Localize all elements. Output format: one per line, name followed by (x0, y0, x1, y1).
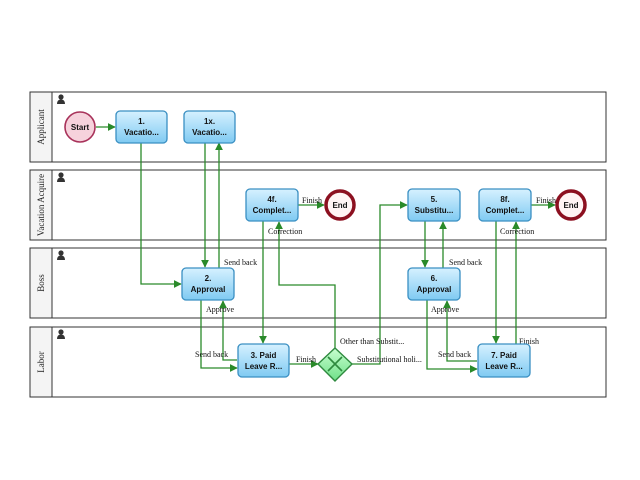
edge-t7-to-t6 (443, 300, 477, 362)
end-event-label: End (332, 201, 347, 210)
edge-label-finish: Finish (536, 196, 556, 205)
task-number: 2. (205, 274, 212, 283)
end-event[interactable]: End (324, 189, 356, 221)
task-name: Complet... (253, 206, 292, 215)
edge-t6-to-t7 (426, 300, 478, 373)
edge-label-finish: Finish (519, 337, 539, 346)
task-name: Substitu... (415, 206, 454, 215)
lane-label-applicant: Applicant (36, 109, 46, 145)
end-event-label: End (563, 201, 578, 210)
edge-gateway-to-t5 (352, 201, 408, 365)
task-1x-vacation[interactable]: 1x. Vacatio... (183, 110, 236, 144)
edge-label-send-back: Send back (449, 258, 482, 267)
edge-label-correction: Correction (500, 227, 534, 236)
task-name: Approval (191, 285, 226, 294)
start-event[interactable]: Start (64, 111, 96, 143)
lane-boss: Boss (29, 247, 607, 319)
task-6-approval[interactable]: 6. Approval (407, 267, 461, 301)
task-number: 3. Paid (251, 351, 277, 360)
task-name: Complet... (486, 206, 525, 215)
task-number: 1. (138, 117, 145, 126)
task-number: 7. Paid (491, 351, 517, 360)
lane-label-vacation-acquire: Vacation Acquire (36, 174, 46, 236)
task-8f-complete[interactable]: 8f. Complet... (478, 188, 532, 222)
edge-label-finish: Finish (296, 355, 316, 364)
task-5-substitutional[interactable]: 5. Substitu... (407, 188, 461, 222)
task-number: 5. (431, 195, 438, 204)
edge-label-send-back: Send back (224, 258, 257, 267)
edge-label-send-back: Send back (195, 350, 228, 359)
edge-t1-to-t2 (140, 143, 182, 288)
task-name: Vacatio... (124, 128, 159, 137)
edge-gateway-to-t4f (275, 221, 336, 350)
task-number: 8f. (500, 195, 509, 204)
task-3-paid-leave[interactable]: 3. Paid Leave R... (237, 343, 290, 378)
edge-label-approve: Approve (206, 305, 234, 314)
task-number: 1x. (204, 117, 215, 126)
task-number: 6. (431, 274, 438, 283)
edge-label-correction: Correction (268, 227, 302, 236)
exclusive-gateway[interactable] (316, 347, 354, 382)
task-4f-complete[interactable]: 4f. Complet... (245, 188, 299, 222)
start-event-label: Start (71, 123, 90, 132)
task-name: Approval (417, 285, 452, 294)
gateway-x-icon (327, 356, 343, 372)
edge-t2-to-t3 (200, 300, 238, 372)
lane-label-boss: Boss (36, 274, 46, 292)
task-2-approval[interactable]: 2. Approval (181, 267, 235, 301)
task-name: Leave R... (485, 362, 522, 371)
edge-label-substitutional-holiday: Substitutional holi... (357, 355, 422, 364)
end-event[interactable]: End (555, 189, 587, 221)
edge-label-finish: Finish (302, 196, 322, 205)
edge-label-other-than-substitutional: Other than Substit... (340, 337, 404, 346)
edge-label-approve: Approve (431, 305, 459, 314)
task-name: Vacatio... (192, 128, 227, 137)
lane-label-labor: Labor (36, 351, 46, 373)
edge-label-send-back: Send back (438, 350, 471, 359)
edge-t3-to-t2 (219, 300, 237, 361)
task-name: Leave R... (245, 362, 282, 371)
task-number: 4f. (267, 195, 276, 204)
task-7-paid-leave[interactable]: 7. Paid Leave R... (477, 343, 531, 378)
task-1-vacation[interactable]: 1. Vacatio... (115, 110, 168, 144)
